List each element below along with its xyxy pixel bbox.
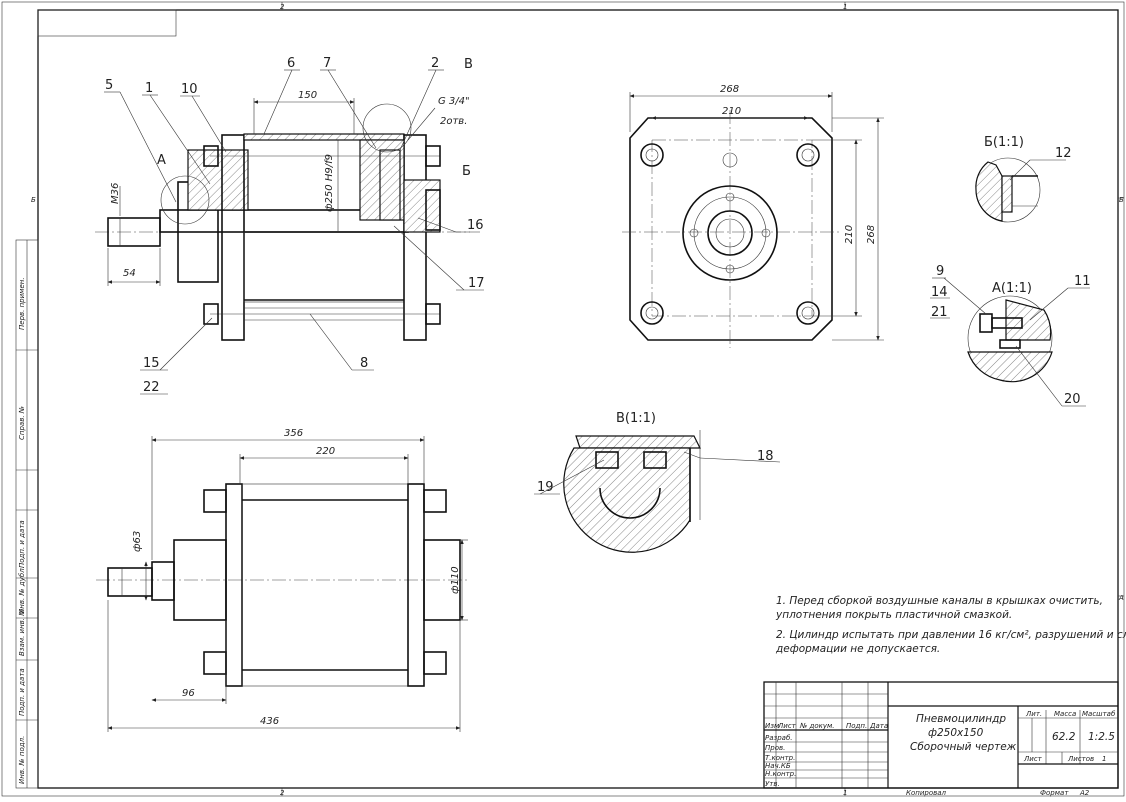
dim-d110: ф110 (450, 566, 461, 594)
value-masshtab: 1:2.5 (1088, 731, 1115, 743)
hdr-list: Лист (1023, 755, 1043, 763)
right-mark-a: А (1118, 594, 1124, 602)
strip-vzam-inv: Взам. инв. № (18, 608, 26, 656)
format-label: Формат (1040, 789, 1069, 797)
kopiroval: Копировал (906, 789, 947, 797)
end-view: 268 210 210 268 (622, 84, 884, 348)
main-section-view: 150 G 3/4" 2отв. М36 54 ф250 H9/f9 5 1 1… (95, 56, 485, 395)
note-2-line-1: 2. Цилиндр испытать при давлении 16 кг/с… (776, 629, 1126, 641)
section-title-v: В(1:1) (616, 411, 656, 426)
detail-b: Б(1:1) 12 (975, 135, 1072, 223)
format-value: А2 (1079, 789, 1090, 797)
strip-perv-primen: Перв. примен. (18, 277, 26, 330)
strip-podp-data-1: Подп. и дата (18, 520, 26, 568)
external-view: 356 220 ф63 ф110 96 436 (96, 428, 470, 732)
dim-m36: М36 (110, 183, 121, 204)
top-mark-2: 2 (280, 3, 285, 11)
dim-150: 150 (298, 90, 317, 101)
dim-268-side: 268 (866, 225, 877, 244)
callout-8: 8 (360, 356, 368, 371)
dim-356: 356 (284, 428, 303, 439)
role-prov: Пров. (765, 744, 785, 752)
dim-268-top: 268 (720, 84, 739, 95)
strip-inv-dubl: Инв. № дубл. (18, 566, 26, 614)
col-docum: № докум. (799, 722, 835, 730)
note-2-line-2: деформации не допускается. (775, 643, 940, 655)
dim-54: 54 (123, 268, 136, 279)
callout-1: 1 (145, 81, 153, 96)
right-mark-b: Б (1119, 196, 1124, 204)
strip-podp-data-2: Подп. и дата (18, 668, 26, 716)
col-izm: Изм (765, 722, 780, 730)
hdr-massa: Масса (1054, 710, 1076, 718)
dim-96: 96 (182, 688, 195, 699)
callout-20: 20 (1064, 392, 1081, 407)
note-1-line-1: 1. Перед сборкой воздушные каналы в крыш… (776, 595, 1103, 607)
role-nachkb: Нач.КБ (765, 762, 791, 770)
callout-15: 15 (143, 356, 160, 371)
callout-14: 14 (931, 285, 948, 300)
section-title-a: А(1:1) (992, 281, 1032, 296)
strip-inv-podl: Инв. № подл. (18, 736, 26, 784)
callout-5: 5 (105, 78, 113, 93)
dim-210-top: 210 (722, 106, 741, 117)
top-mark-1: 1 (843, 3, 847, 11)
value-massa: 62.2 (1052, 731, 1076, 743)
view-label-a: А (157, 153, 166, 168)
role-razrab: Разраб. (765, 734, 793, 742)
callout-9: 9 (936, 264, 944, 279)
callout-6: 6 (287, 56, 295, 71)
role-tkontr: Т.контр. (765, 754, 795, 762)
title-line-1: Пневмоцилиндр (916, 713, 1006, 725)
callout-12: 12 (1055, 146, 1072, 161)
callout-7: 7 (323, 56, 331, 71)
section-title-b: Б(1:1) (984, 135, 1024, 150)
view-label-b: Б (462, 164, 471, 179)
dim-d250: ф250 H9/f9 (324, 154, 335, 212)
callout-18: 18 (757, 449, 774, 464)
callout-16: 16 (467, 218, 484, 233)
role-nkontr: Н.контр. (765, 770, 796, 778)
col-podp: Подп. (846, 722, 867, 730)
hdr-masshtab: Масштаб (1082, 710, 1116, 718)
callout-11: 11 (1074, 274, 1091, 289)
col-data: Дата (869, 722, 888, 730)
callout-17: 17 (468, 276, 485, 291)
dim-g34: G 3/4" (438, 96, 470, 107)
left-mark-b: Б (31, 196, 36, 204)
detail-a: А(1:1) 9 14 21 11 20 (930, 264, 1091, 407)
role-utv: Утв. (765, 780, 780, 788)
view-label-v: В (464, 57, 473, 72)
dim-210-side: 210 (844, 225, 855, 244)
strip-sprav: Справ. № (18, 406, 26, 440)
left-strip: Перв. примен. Справ. № Подп. и дата Инв.… (15, 239, 39, 789)
callout-10: 10 (181, 82, 198, 97)
col-list: Лист (777, 722, 797, 730)
dim-d63: ф63 (132, 531, 143, 552)
dim-220: 220 (316, 446, 335, 457)
detail-v: В(1:1) 18 19 (534, 411, 781, 553)
value-listov: 1 (1102, 755, 1106, 763)
callout-21: 21 (931, 305, 948, 320)
callout-19: 19 (537, 480, 554, 495)
dim-holes: 2отв. (440, 116, 467, 127)
technical-notes: 1. Перед сборкой воздушные каналы в крыш… (775, 595, 1126, 655)
callout-2: 2 (431, 56, 439, 71)
dim-436: 436 (260, 716, 279, 727)
bottom-mark-1: 1 (843, 789, 847, 797)
hdr-lit: Лит. (1025, 710, 1042, 718)
callout-22: 22 (143, 380, 160, 395)
title-block: Изм Лист № докум. Подп. Дата Разраб. Про… (763, 681, 1119, 789)
hdr-listov: Листов (1067, 755, 1094, 763)
bottom-mark-2: 2 (280, 789, 285, 797)
title-line-2: ф250х150 (928, 727, 984, 739)
title-line-3: Сборочный чертеж (910, 741, 1017, 753)
note-1-line-2: уплотнения покрыть пластичной смазкой. (775, 609, 1012, 621)
